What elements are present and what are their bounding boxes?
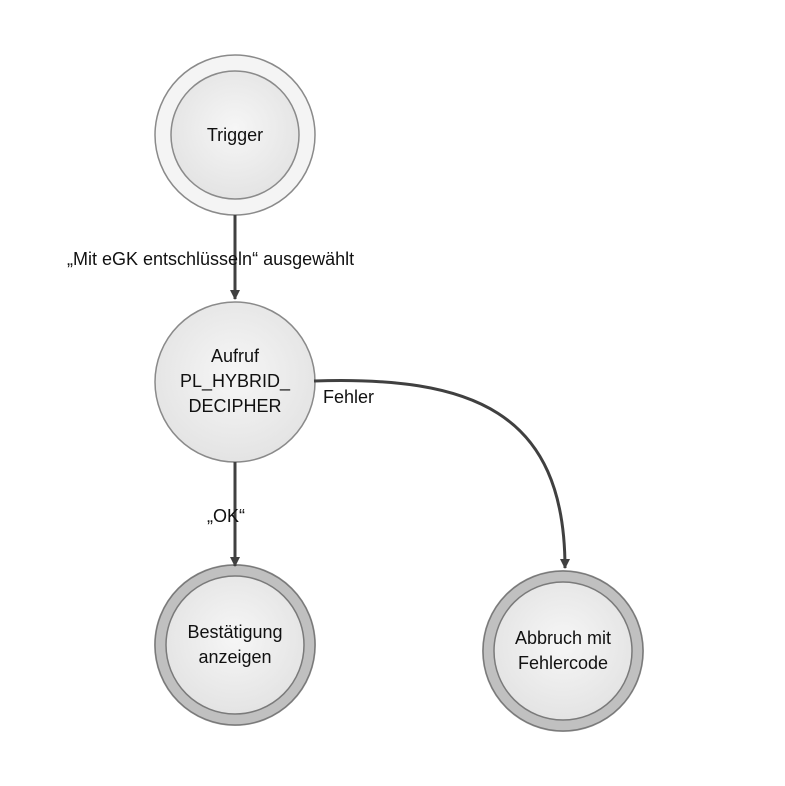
aufruf-label-line-2: PL_HYBRID_ [179,371,291,391]
aufruf-label-line-1: Aufruf [210,346,260,366]
aufruf-label-line-3: DECIPHER [188,396,282,416]
edge-label-ok: „OK“ [207,506,245,526]
abbruch-label-line-2: Fehlercode [517,653,609,673]
trigger-label: Trigger [175,123,295,148]
bestaetigung-label: Bestätigung anzeigen [165,620,305,670]
bestaetigung-label-line-2: anzeigen [198,647,272,667]
abbruch-label: Abbruch mit Fehlercode [493,626,633,676]
trigger-label-text: Trigger [206,125,264,145]
edge-aufruf-to-abbruch [313,379,570,569]
edge-label-trigger-to-aufruf: „Mit eGK entschlüsseln“ ausgewählt [67,249,355,269]
abbruch-label-line-1: Abbruch mit [514,628,612,648]
trigger-state [154,54,316,216]
edge-label-fehler: Fehler [323,387,375,407]
bestaetigung-label-line-1: Bestätigung [187,622,283,642]
bestaetigung-state [154,564,316,726]
abbruch-state [482,570,644,732]
aufruf-label: Aufruf PL_HYBRID_ DECIPHER [165,344,305,419]
